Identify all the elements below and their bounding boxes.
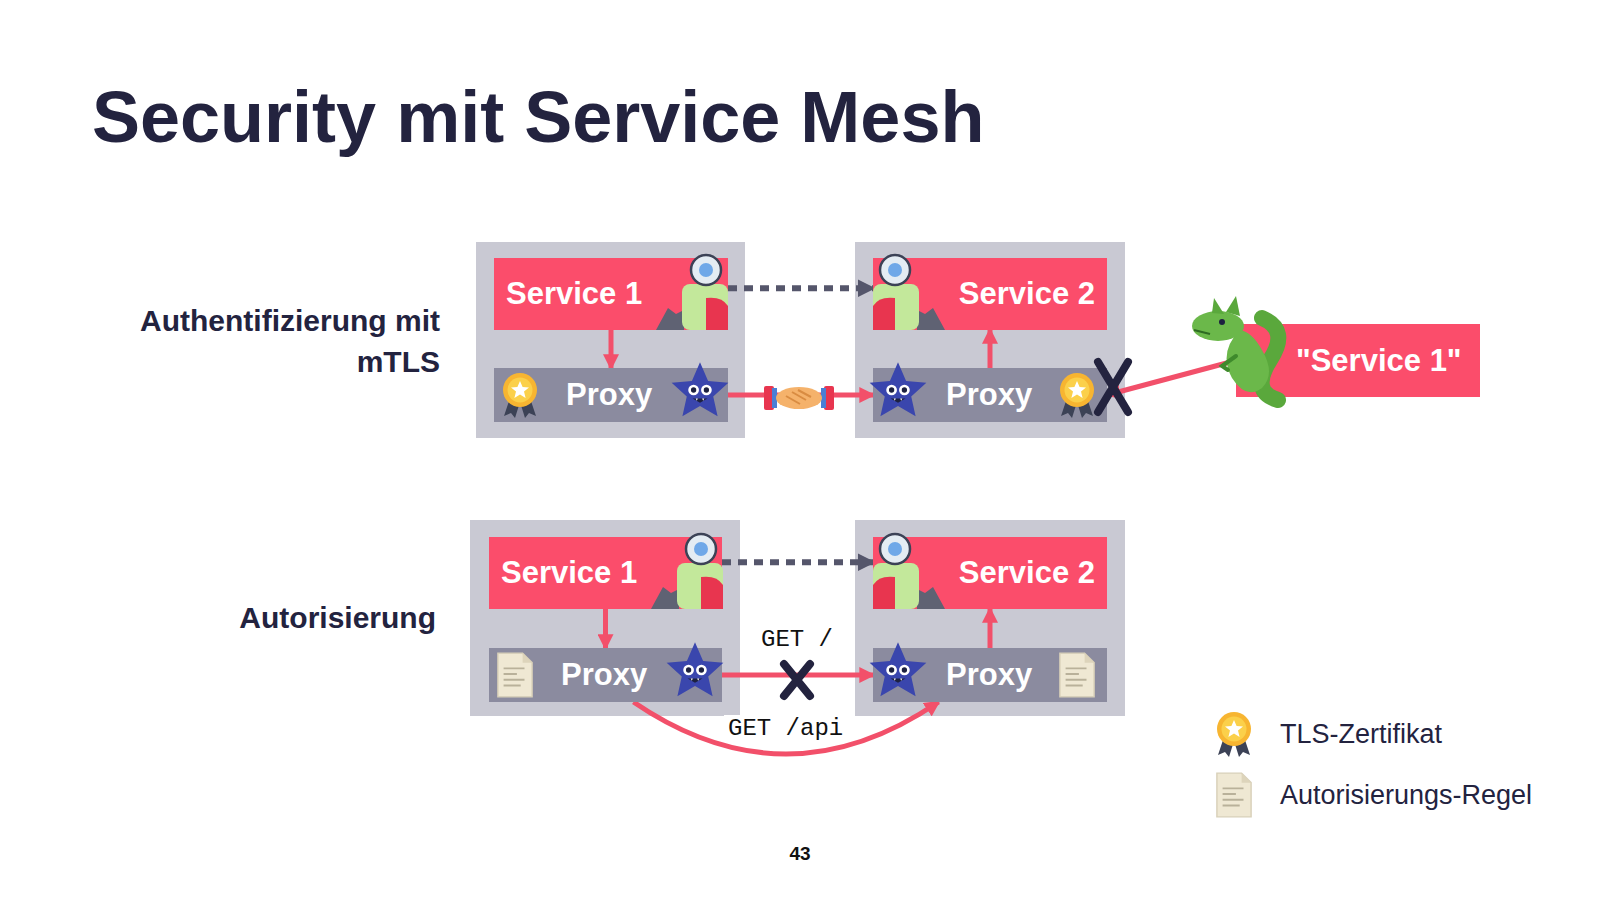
request-label: GET /api (724, 715, 847, 742)
node-label: Service 1 (501, 555, 637, 591)
legend-rule-icon (1217, 773, 1251, 817)
network-call (609, 330, 614, 368)
certificate-icon (1060, 373, 1094, 418)
proxy-box: Proxy (489, 648, 722, 702)
node-label: "Service 1" (1296, 343, 1462, 379)
service-monster (873, 255, 945, 330)
service-box: "Service 1" (1236, 324, 1480, 397)
legend-text: TLS-Zertifikat (1280, 719, 1442, 750)
handshake-icon (764, 386, 834, 410)
row-label: Autorisierung (140, 601, 436, 635)
attacker-dragon (1192, 296, 1278, 400)
node-label: Proxy (561, 657, 647, 693)
legend-certificate-icon (1217, 712, 1251, 757)
node-label: Proxy (946, 657, 1032, 693)
row-label: Authentifizierung mit mTLS (140, 300, 440, 383)
legend-text: Autorisierungs-Regel (1280, 780, 1532, 811)
node-label: Service 2 (959, 276, 1095, 312)
network-call (728, 393, 873, 398)
page-number: 43 (770, 843, 830, 865)
proxy-monster (870, 642, 927, 696)
rule-icon (498, 653, 532, 697)
service-box: Service 2 (873, 537, 1107, 609)
network-call (988, 330, 993, 368)
node-label: Proxy (566, 377, 652, 413)
blocked-mark (1098, 362, 1128, 412)
proxy-monster (667, 642, 724, 696)
proxy-monster (870, 362, 927, 416)
logical-call (722, 559, 873, 565)
service-box: Service 1 (494, 258, 728, 330)
slide-title: Security mit Service Mesh (92, 76, 984, 158)
service-monster (656, 255, 728, 330)
request-label: GET / (757, 626, 837, 653)
network-call (1107, 361, 1236, 396)
network-call (603, 609, 608, 648)
service-box: Service 1 (489, 537, 722, 609)
proxy-box: Proxy (873, 368, 1107, 422)
node-label: Service 2 (959, 555, 1095, 591)
logical-call (728, 285, 873, 291)
node-label: Proxy (946, 377, 1032, 413)
service-monster (651, 534, 723, 609)
node-label: Service 1 (506, 276, 642, 312)
network-call (988, 609, 993, 648)
network-call (633, 702, 938, 754)
proxy-box: Proxy (494, 368, 728, 422)
proxy-monster (672, 362, 729, 416)
network-call (722, 673, 873, 678)
rule-icon (1060, 653, 1094, 697)
certificate-icon (503, 373, 537, 418)
service-box: Service 2 (873, 258, 1107, 330)
proxy-box: Proxy (873, 648, 1107, 702)
service-monster (873, 534, 945, 609)
blocked-mark (784, 664, 810, 696)
